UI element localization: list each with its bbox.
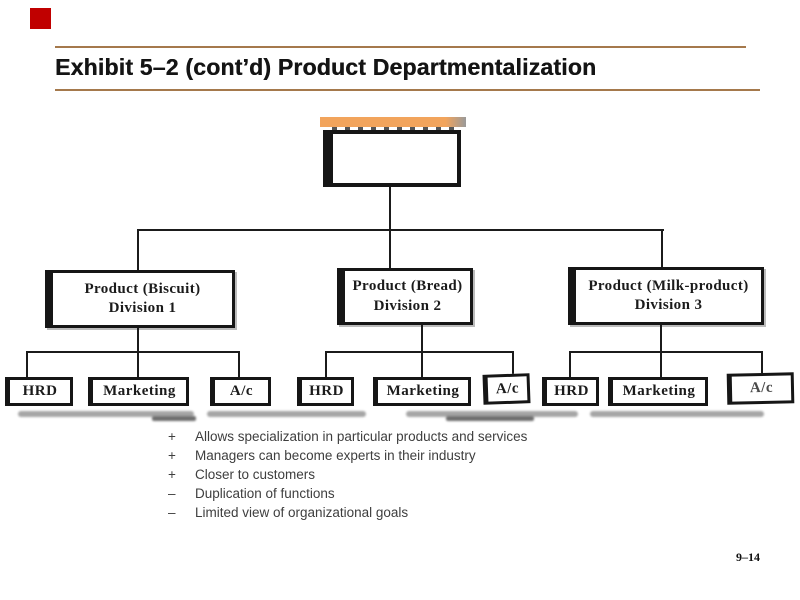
dept-label: Marketing — [103, 383, 176, 399]
connector-division1-down — [137, 328, 139, 352]
dept-label: HRD — [22, 383, 58, 399]
scan-shadow-segment — [406, 411, 578, 417]
connector-group1-horizontal — [26, 351, 240, 353]
connector-group2-horizontal — [325, 351, 514, 353]
dept-box-ac: A/c — [210, 377, 271, 406]
slide-page-number: 9–14 — [736, 550, 760, 564]
dept-box-hrd: HRD — [5, 377, 73, 406]
scan-shadow-segment — [207, 411, 366, 417]
connector-stub — [238, 351, 240, 377]
dept-box-marketing: Marketing — [373, 377, 471, 406]
title-rule-bottom — [55, 89, 760, 91]
connector-stub — [325, 351, 327, 377]
bullet-text: Limited view of organizational goals — [195, 505, 409, 520]
dept-label: Marketing — [622, 383, 696, 399]
dept-label: A/c — [495, 380, 520, 397]
connector-drop-division-2 — [389, 229, 391, 268]
dept-label: HRD — [309, 383, 344, 399]
scan-shadow-dark-segment — [446, 416, 534, 421]
title-rule-top — [55, 46, 746, 48]
red-accent-square — [30, 8, 51, 29]
connector-stub — [421, 351, 423, 377]
connector-stub — [569, 351, 571, 377]
bullet-text: Closer to customers — [195, 467, 316, 482]
scan-shadow-segment — [18, 411, 194, 417]
bullet-minus-sign: – — [168, 486, 176, 501]
bullet-plus-sign: + — [168, 467, 176, 482]
division-box-biscuit: Product (Biscuit) Division 1 — [45, 270, 235, 328]
dept-box-hrd: HRD — [542, 377, 599, 406]
bullet-plus-sign: + — [168, 429, 176, 444]
dept-box-ac: A/c — [482, 373, 531, 405]
division-box-milk-product: Product (Milk-product) Division 3 — [568, 267, 764, 325]
dept-box-marketing: Marketing — [608, 377, 708, 406]
bullet-item: – Duplication of functions — [168, 484, 527, 503]
bullet-item: – Limited view of organizational goals — [168, 503, 527, 522]
division-label-line1: Product (Milk-product) — [588, 277, 749, 294]
bullet-minus-sign: – — [168, 505, 176, 520]
bullet-item: + Allows specialization in particular pr… — [168, 427, 527, 446]
scan-shadow-dark-segment — [152, 416, 196, 421]
connector-stub — [26, 351, 28, 377]
division-label-line1: Product (Biscuit) — [84, 280, 201, 297]
cropped-heading-strip — [320, 117, 466, 127]
connector-stub — [512, 351, 514, 375]
connector-drop-division-3 — [661, 229, 663, 267]
org-root-box — [323, 130, 461, 187]
dept-label: HRD — [554, 383, 589, 399]
cropped-text-fragments — [332, 127, 454, 130]
connector-drop-division-1 — [137, 229, 139, 270]
dept-label: A/c — [229, 383, 254, 399]
connector-stub — [660, 351, 662, 377]
bullet-item: + Closer to customers — [168, 465, 527, 484]
dept-label: A/c — [749, 379, 774, 397]
bullet-plus-sign: + — [168, 448, 176, 463]
division-box-bread: Product (Bread) Division 2 — [337, 268, 473, 325]
division-label-line2: Division 2 — [373, 297, 442, 314]
division-label-line2: Division 1 — [108, 300, 177, 316]
slide-title: Exhibit 5–2 (cont’d) Product Departmenta… — [55, 54, 597, 80]
connector-main-horizontal — [137, 229, 664, 231]
division-label-line2: Division 3 — [634, 297, 703, 313]
dept-label: Marketing — [386, 383, 460, 399]
connector-stub — [137, 351, 139, 377]
bullet-text: Allows specialization in particular prod… — [195, 429, 528, 444]
connector-stub — [761, 351, 763, 373]
connector-division2-down — [421, 325, 423, 352]
connector-division3-down — [660, 325, 662, 352]
dept-box-marketing: Marketing — [88, 377, 189, 406]
bullet-text: Duplication of functions — [195, 486, 335, 501]
bullet-item: + Managers can become experts in their i… — [168, 446, 527, 465]
connector-root-down — [389, 187, 391, 230]
dept-box-hrd: HRD — [297, 377, 354, 406]
dept-box-ac: A/c — [726, 372, 795, 405]
bullet-list: + Allows specialization in particular pr… — [168, 427, 527, 522]
scan-shadow-segment — [590, 411, 764, 417]
division-label-line1: Product (Bread) — [352, 278, 463, 294]
bullet-text: Managers can become experts in their ind… — [195, 448, 476, 463]
connector-group3-horizontal — [569, 351, 763, 353]
